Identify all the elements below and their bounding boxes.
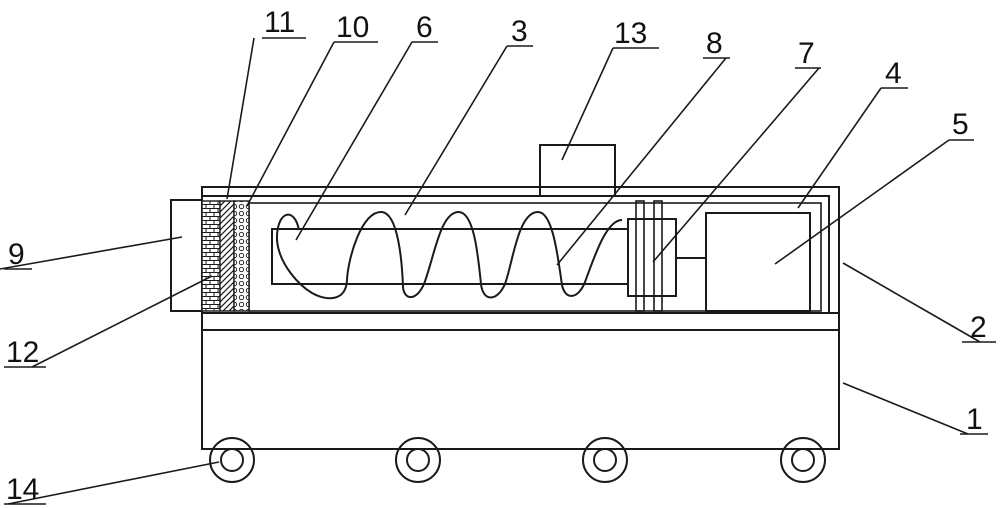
label-1: 1 (966, 403, 983, 436)
filter-layer-hatch (219, 200, 235, 312)
upper-housing (201, 186, 840, 331)
wheel (209, 437, 255, 483)
label-12: 12 (6, 336, 39, 369)
label-9: 9 (8, 238, 25, 271)
label-10: 10 (336, 11, 369, 44)
coupling-left-disc (635, 200, 645, 312)
label-underlines (4, 37, 996, 505)
label-2: 2 (970, 311, 987, 344)
leader-lines (0, 37, 981, 505)
inner-wall (248, 202, 822, 312)
wheel (395, 437, 441, 483)
label-7: 7 (798, 37, 815, 70)
label-5: 5 (952, 108, 969, 141)
hopper (539, 144, 616, 197)
label-13: 13 (614, 17, 647, 50)
coupling-right-disc (653, 200, 663, 312)
filter-layer-brick (201, 200, 221, 312)
screw-shaft (271, 228, 629, 285)
screw-blade (275, 210, 623, 300)
wheel (780, 437, 826, 483)
label-4: 4 (885, 57, 902, 90)
label-3: 3 (511, 15, 528, 48)
label-6: 6 (416, 11, 433, 44)
wheel (582, 437, 628, 483)
filter-layer-dots (233, 200, 250, 312)
motor (705, 212, 811, 312)
label-11: 11 (264, 6, 295, 39)
base-frame (201, 329, 840, 450)
label-14: 14 (6, 473, 39, 506)
label-8: 8 (706, 27, 723, 60)
